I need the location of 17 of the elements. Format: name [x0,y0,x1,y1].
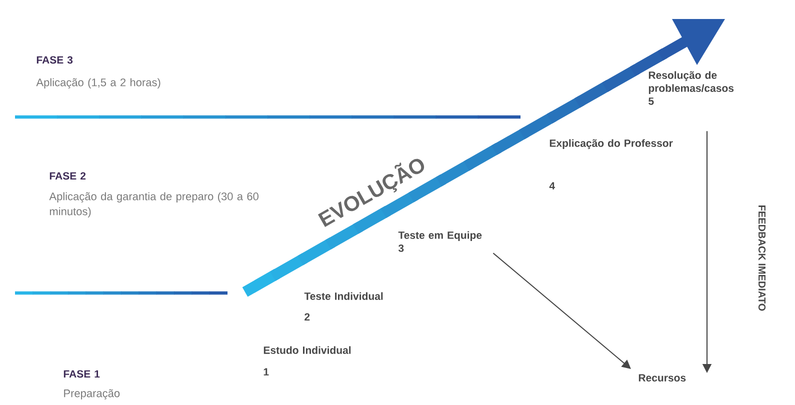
phase-heading: FASE 3 [36,56,73,64]
phase-heading: FASE 1 [64,370,100,378]
step-text: Estudo Individual [264,346,351,354]
step-text: Recursos [638,374,686,382]
step-number: 2 [304,313,310,321]
vertical-label: FEEDBACK IMEDIATO [758,206,766,311]
step-number: 1 [264,368,269,376]
step-number: 4 [549,182,555,190]
step-text: Teste Individual [304,292,383,300]
phase-description: Preparação [64,389,120,400]
step-text: Explicação do Professor [550,139,673,149]
step-text: Teste em Equipe 3 [398,231,482,252]
step-text: Resolução de problemas/casos 5 [648,71,734,105]
arrow [492,252,631,369]
phase-heading: FASE 2 [50,172,86,180]
phase-description: Aplicação (1,5 a 2 horas) [36,78,160,88]
phase-description: Aplicação da garantia de preparo (30 a 60 minutos) [49,192,258,218]
